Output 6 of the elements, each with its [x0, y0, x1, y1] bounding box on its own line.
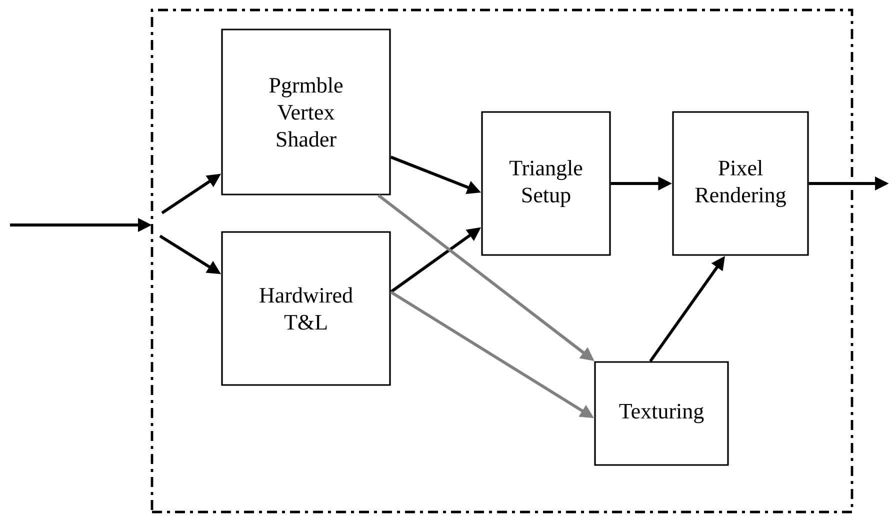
- dashed-frame: [150, 8, 854, 514]
- process-box: Hardwired T&L: [221, 231, 391, 386]
- process-box: Triangle Setup: [481, 111, 611, 256]
- process-box: Texturing: [594, 361, 729, 466]
- process-box: Pixel Rendering: [672, 111, 809, 256]
- process-box: Pgrmble Vertex Shader: [221, 28, 391, 196]
